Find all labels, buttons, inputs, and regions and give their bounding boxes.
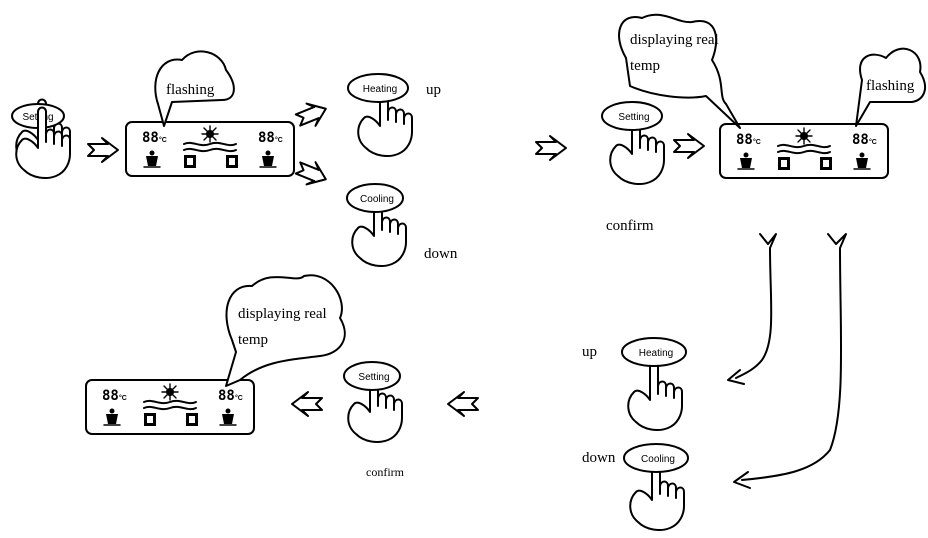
double-arrow-icon: [447, 391, 479, 417]
up-label-1: up: [426, 82, 441, 98]
flashing-label-2: flashing: [866, 78, 915, 94]
heating-button-2[interactable]: [621, 337, 687, 367]
setting-button-2[interactable]: [601, 101, 663, 131]
svg-text:temp: temp: [630, 58, 660, 74]
down-label-1: down: [424, 246, 458, 262]
svg-text:displaying real: displaying real: [238, 306, 327, 322]
svg-text:Heating: Heating: [639, 348, 673, 359]
double-arrow-icon: [87, 137, 119, 163]
svg-text:Cooling: Cooling: [360, 194, 394, 205]
svg-text:Cooling: Cooling: [641, 454, 675, 465]
control-panel-icon: [125, 121, 295, 177]
control-panel-1: [125, 121, 295, 177]
svg-text:Setting: Setting: [618, 112, 649, 123]
down-label-2: down: [582, 450, 616, 466]
double-arrow-icon: [292, 155, 332, 192]
cooling-button-1[interactable]: [346, 183, 404, 213]
curved-arrow-icon: [727, 233, 847, 489]
svg-text:temp: temp: [238, 332, 268, 348]
control-panel-2: [719, 123, 889, 179]
svg-text:Heating: Heating: [363, 84, 397, 95]
control-panel-icon: [719, 123, 889, 179]
svg-text:Setting: Setting: [358, 372, 389, 383]
flashing-label-1: flashing: [166, 82, 215, 98]
flashing-bubble-2: flashing: [855, 47, 927, 127]
heating-button-1[interactable]: [347, 73, 409, 103]
confirm-label-2: confirm: [366, 465, 405, 479]
displaying-bubble-2: displaying real temp: [225, 274, 346, 387]
up-label-2: up: [582, 344, 597, 360]
double-arrow-icon: [292, 96, 332, 133]
cooling-button-2[interactable]: [623, 443, 689, 473]
confirm-label-1: confirm: [606, 218, 654, 234]
control-panel-icon: [85, 379, 255, 435]
control-panel-3: [85, 379, 255, 435]
setting-button-3[interactable]: [343, 361, 401, 391]
double-arrow-icon: [673, 133, 705, 159]
flashing-bubble-1: flashing: [154, 50, 235, 127]
double-arrow-icon: [291, 391, 323, 417]
displaying-bubble-1: displaying real temp: [618, 13, 741, 129]
svg-text:displaying real: displaying real: [630, 32, 719, 48]
double-arrow-icon: [535, 135, 567, 161]
